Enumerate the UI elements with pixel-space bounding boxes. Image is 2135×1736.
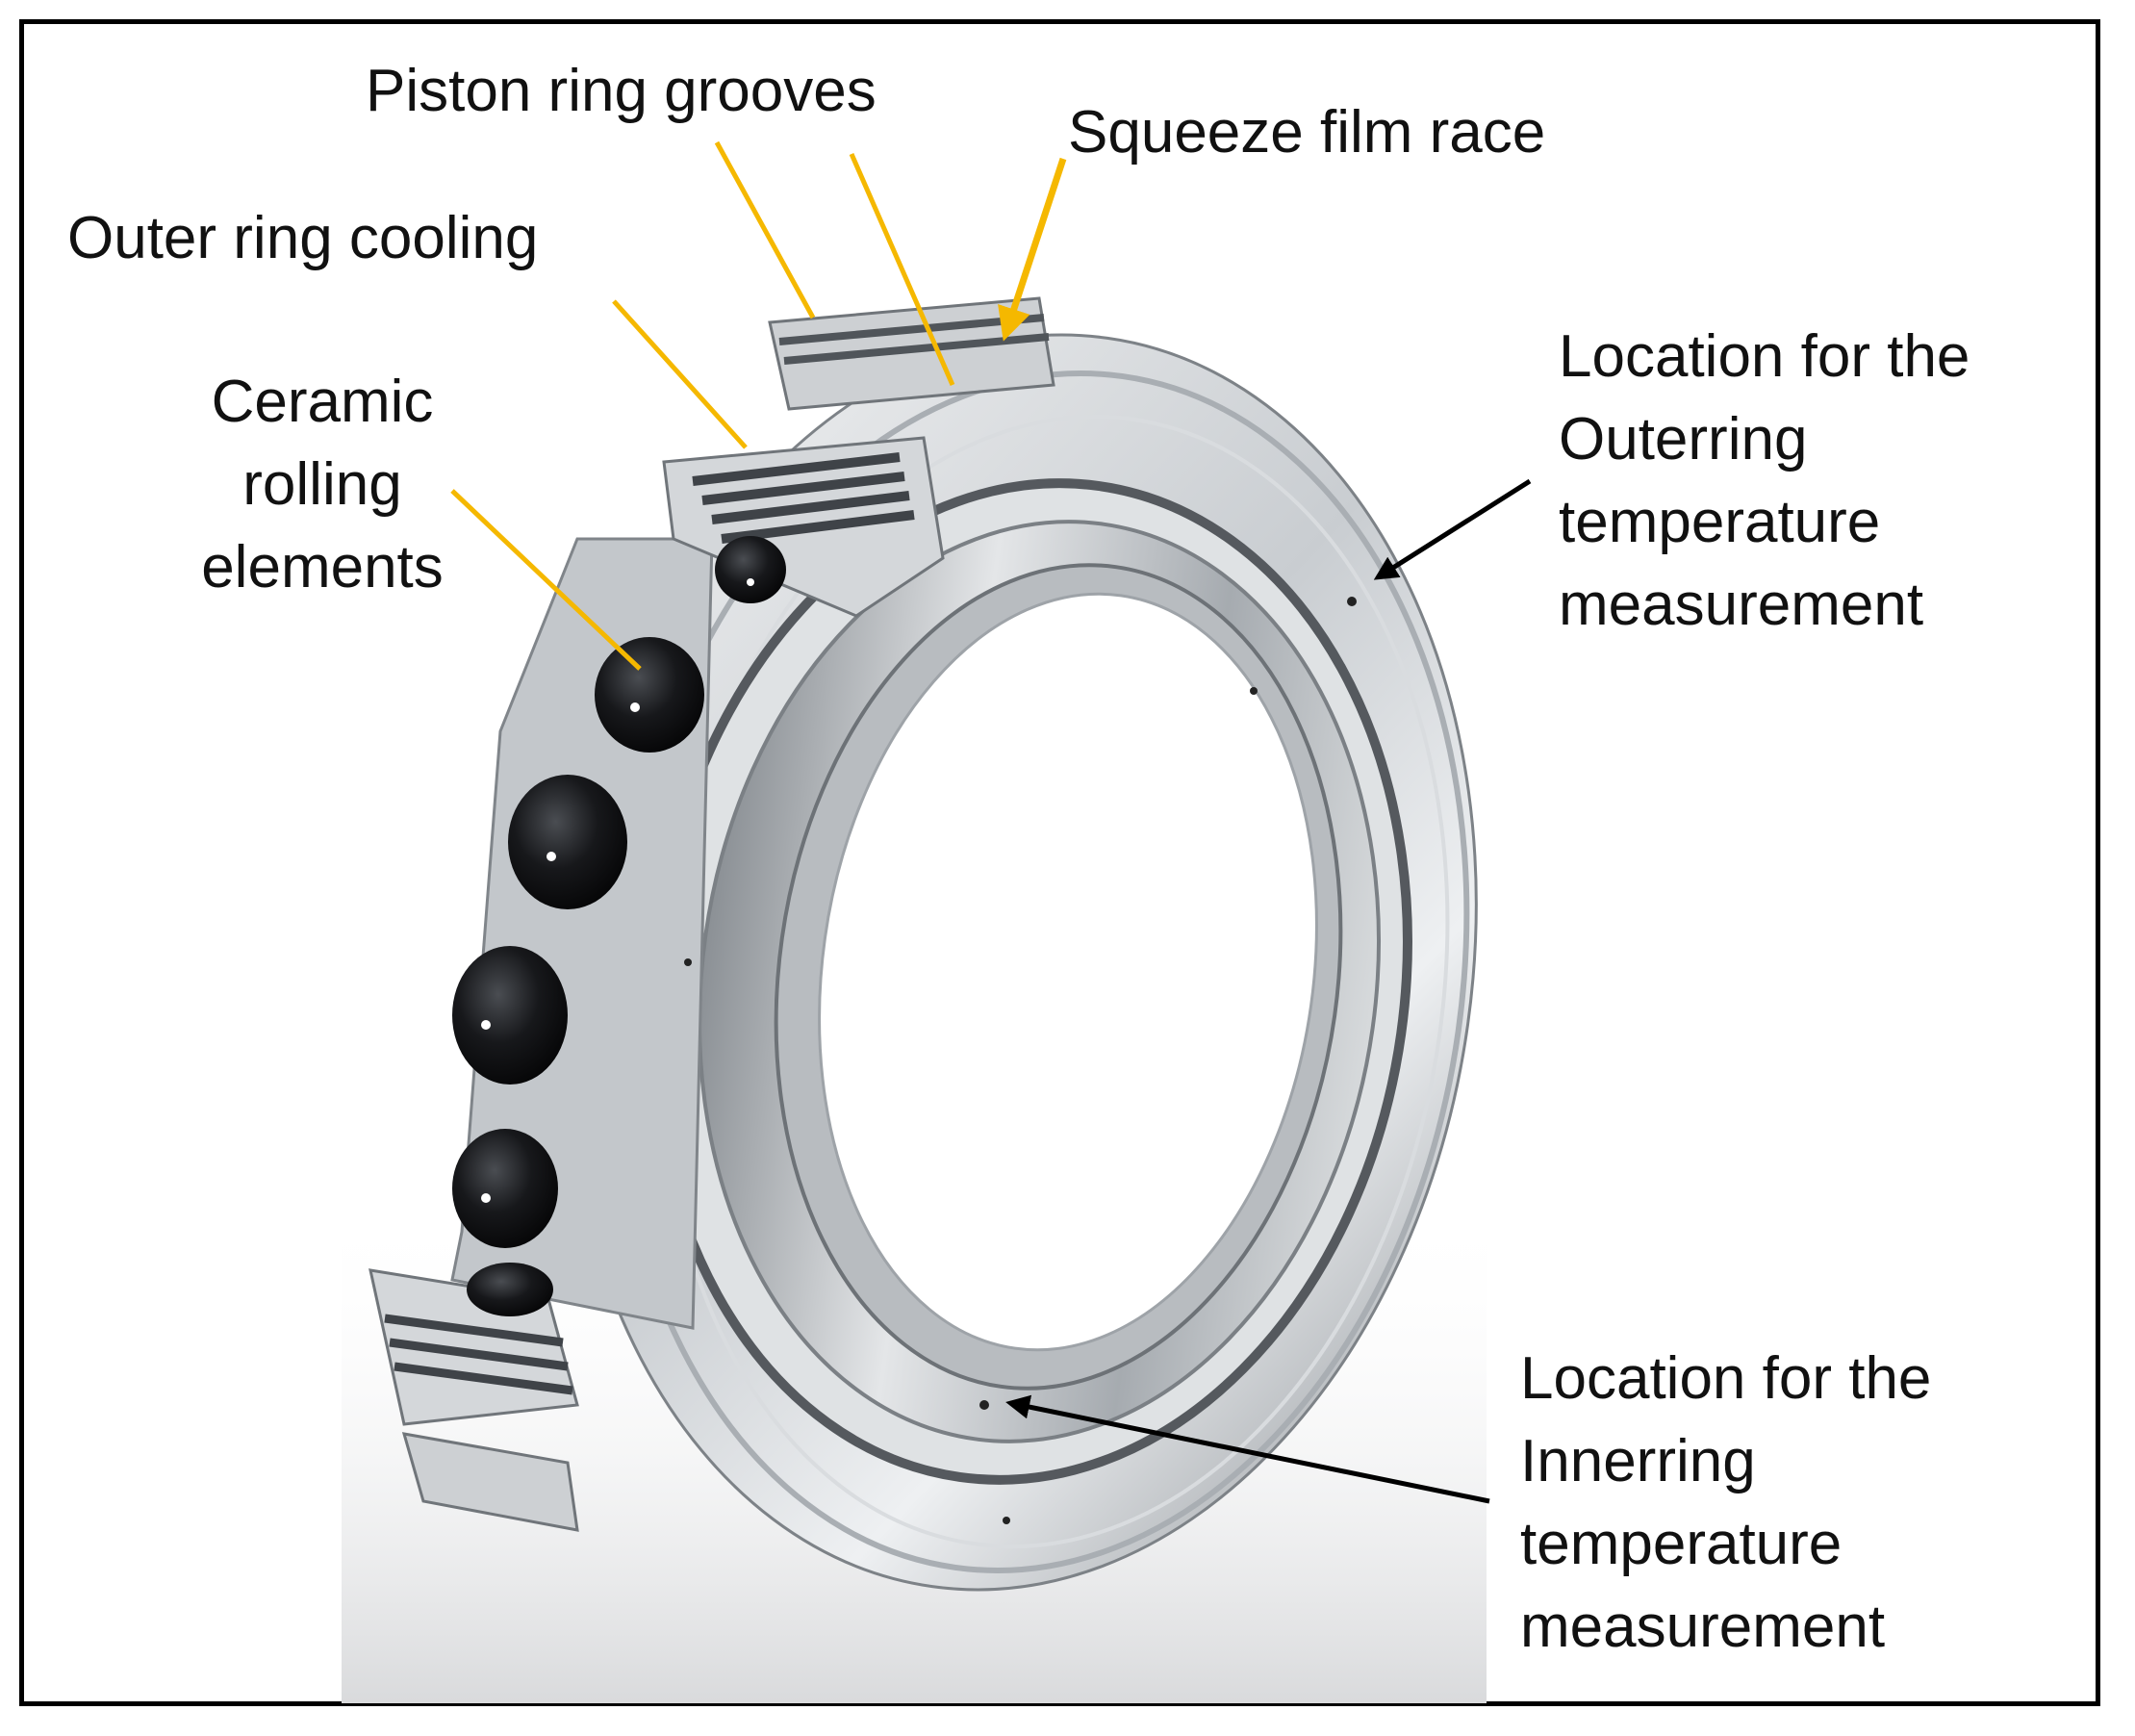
label-piston-ring-grooves: Piston ring grooves [366, 58, 877, 124]
ceramic-ball [508, 775, 627, 909]
label-ceramic-rolling-elements: Ceramic rolling elements [164, 361, 481, 609]
label-line: Ceramic [211, 369, 434, 435]
label-innerring-location: Location for the Innerring temperature m… [1520, 1338, 1931, 1669]
label-line: elements [201, 534, 444, 600]
ceramic-rolling-elements-pointer [450, 489, 642, 671]
label-outer-ring-cooling: Outer ring cooling [67, 205, 539, 271]
ceramic-ball [452, 946, 568, 1085]
squeeze-film-race-arrow [998, 157, 1067, 342]
piston-ring-grooves-pointer [714, 140, 816, 319]
inner-ring [647, 478, 1412, 1485]
innerring-location-arrow [1005, 1394, 1490, 1504]
label-line: measurement [1520, 1594, 1886, 1660]
outer-ring-cooling-pointer [612, 299, 748, 449]
label-squeeze-film-race: Squeeze film race [1068, 99, 1546, 166]
ceramic-ball [467, 1263, 553, 1316]
outerring-measurement-hole [1347, 597, 1357, 606]
label-line: Outerring [1559, 406, 1808, 472]
label-line: measurement [1559, 572, 1924, 638]
ceramic-balls [452, 536, 786, 1316]
ring-hole [1250, 687, 1258, 695]
ceramic-ball [595, 637, 704, 753]
ring-hole [684, 958, 692, 966]
piston-ring-grooves-pointer [849, 152, 955, 387]
innerring-measurement-hole [979, 1400, 989, 1410]
ring-hole [1003, 1517, 1010, 1524]
label-line: temperature [1559, 489, 1881, 555]
ceramic-ball [715, 536, 786, 603]
label-line: Innerring [1520, 1428, 1756, 1494]
label-line: Location for the [1520, 1345, 1932, 1412]
outerring-location-arrow [1373, 478, 1532, 580]
callout-lines-black [1005, 478, 1532, 1504]
outer-ring-cooling-block [662, 296, 1055, 618]
label-line: Location for the [1559, 323, 1970, 390]
callout-lines-yellow [450, 140, 1067, 671]
label-line: temperature [1520, 1511, 1843, 1577]
label-line: rolling [242, 451, 402, 518]
label-outerring-location: Location for the Outerring temperature m… [1559, 316, 1970, 647]
ceramic-ball [452, 1129, 558, 1248]
